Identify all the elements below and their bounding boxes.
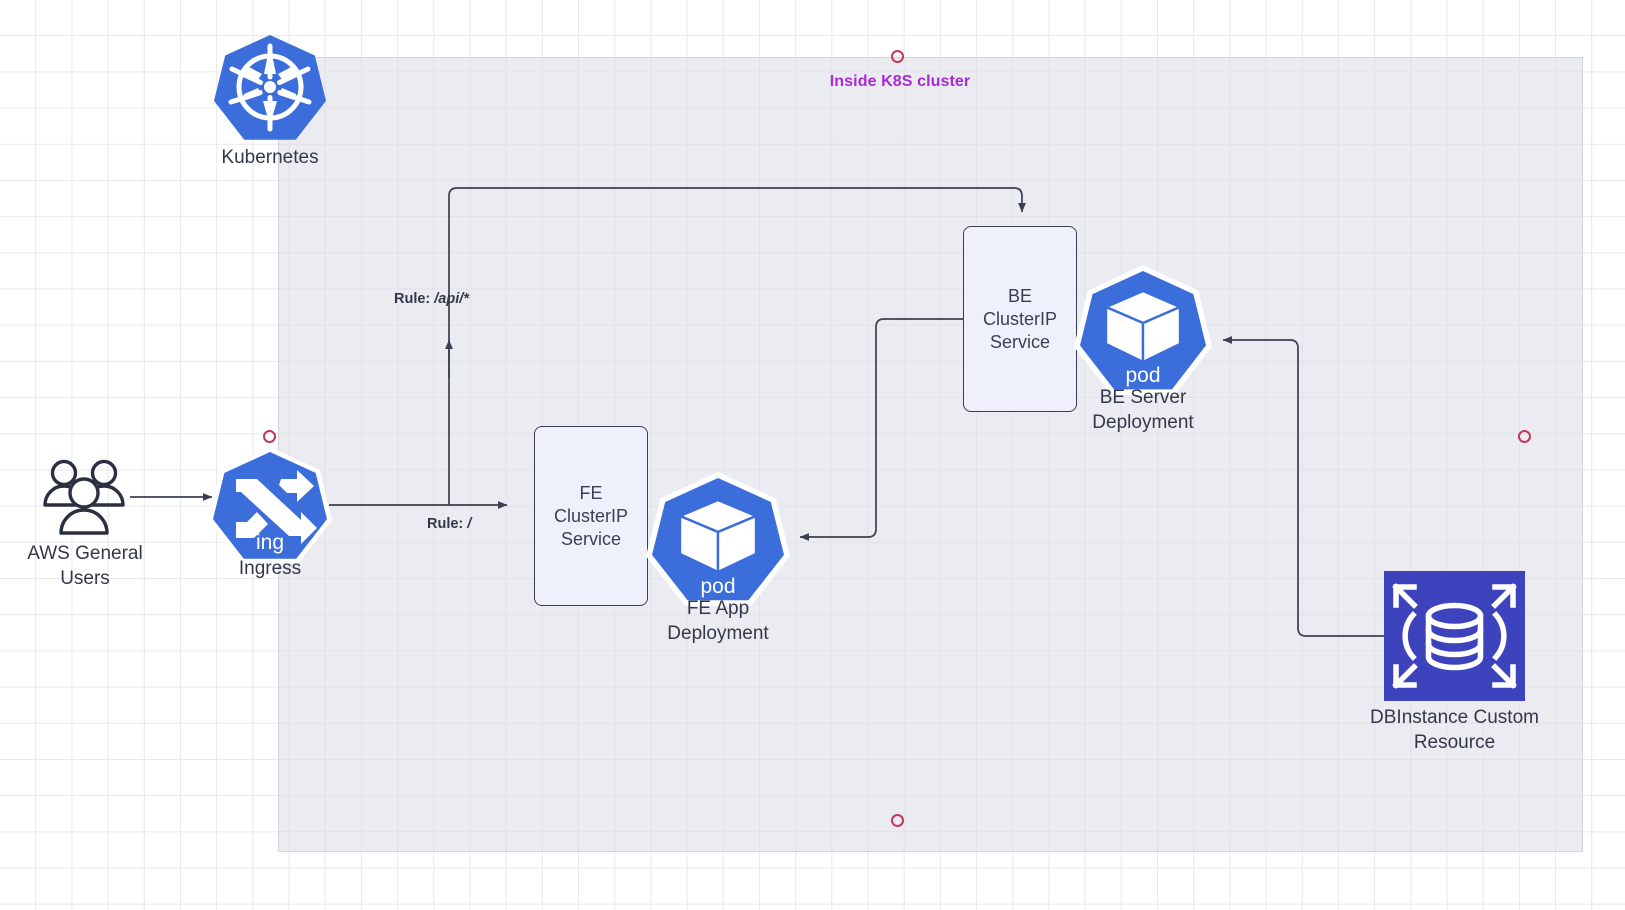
- node-ingress[interactable]: ing Ingress: [208, 447, 332, 579]
- fe-pod-badge: pod: [700, 575, 736, 598]
- ingress-arrows-icon: [236, 470, 317, 544]
- api-rule-path: /api/*: [434, 291, 469, 307]
- ingress-badge: ing: [255, 531, 285, 554]
- node-aws-general-users[interactable]: AWS General Users: [27, 455, 143, 589]
- anchor-dot-bottom[interactable]: [891, 814, 904, 827]
- api-rule-prefix: Rule:: [394, 291, 435, 307]
- be-pod-caption: BE Server Deployment: [1092, 387, 1194, 433]
- root-rule-prefix: Rule:: [427, 516, 468, 532]
- pod-cube-icon: [678, 498, 758, 574]
- fe-pod-caption: FE App Deployment: [667, 598, 769, 644]
- node-be-pod[interactable]: pod BE Server Deployment: [1074, 265, 1212, 433]
- cluster-title: Inside K8S cluster: [829, 73, 971, 90]
- node-kubernetes[interactable]: Kubernetes: [214, 35, 326, 168]
- edge-label-api-rule: Rule: /api/*: [394, 291, 469, 307]
- users-caption: AWS General Users: [27, 543, 143, 589]
- anchor-dot-right[interactable]: [1518, 430, 1531, 443]
- be-pod-heptagon: [1080, 271, 1206, 390]
- pod-cube-icon: [1104, 289, 1182, 364]
- anchor-dot-ingress[interactable]: [263, 430, 276, 443]
- db-instance-caption: DBInstance Custom Resource: [1370, 707, 1539, 753]
- db-square: [1384, 571, 1525, 701]
- ingress-heptagon: [213, 452, 327, 559]
- root-rule-path: /: [467, 516, 472, 532]
- kubernetes-heptagon: [214, 35, 326, 140]
- kubernetes-caption: Kubernetes: [221, 147, 319, 168]
- fe-clusterip-service-box[interactable]: FE ClusterIP Service: [534, 426, 648, 606]
- database-custom-resource-icon: [1392, 583, 1517, 689]
- users-group-icon: [43, 459, 125, 535]
- edge-label-root-rule: Rule: /: [427, 516, 471, 532]
- kubernetes-helm-icon: [228, 43, 312, 132]
- fe-clusterip-service-label: FE ClusterIP Service: [553, 482, 629, 549]
- be-clusterip-service-label: BE ClusterIP Service: [982, 285, 1058, 352]
- be-clusterip-service-box[interactable]: BE ClusterIP Service: [963, 226, 1077, 412]
- be-pod-badge: pod: [1125, 364, 1161, 387]
- ingress-caption: Ingress: [238, 558, 302, 579]
- anchor-dot-top[interactable]: [891, 50, 904, 63]
- fe-pod-heptagon: [652, 478, 784, 601]
- node-fe-pod[interactable]: pod FE App Deployment: [646, 472, 790, 644]
